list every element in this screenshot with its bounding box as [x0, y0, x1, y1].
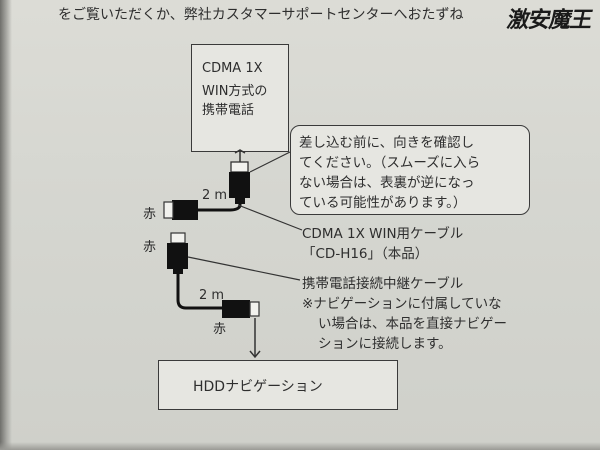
cable-2-pointer: [187, 256, 301, 281]
phone-side-connector: [229, 161, 250, 204]
red-connector-3: [222, 300, 260, 318]
cable-2-caption-line2: ※ナビゲーションに付属していな: [302, 296, 502, 312]
warning-line1: 差し込む前に、向きを確認し: [299, 135, 475, 151]
cable-2-caption-line1: 携帯電話接続中継ケーブル: [302, 276, 464, 292]
cable-1-pointer: [237, 204, 303, 231]
arrow-head-hdd: [249, 350, 261, 359]
warning-line3: ない場合は、表裏が逆になっ: [299, 175, 475, 191]
cable-2: [176, 274, 222, 310]
red-connector-2: [167, 232, 188, 274]
cable-2-length: 2 m: [199, 288, 225, 303]
phone-box: CDMA 1X WIN方式の 携帯電話: [191, 44, 289, 152]
red-label-3: 赤: [213, 322, 227, 337]
warning-line2: てください。（スムーズに入ら: [299, 155, 481, 171]
cable-2-caption-line4: ションに接続します。: [318, 336, 452, 352]
top-text: をご覧いただくか、弊社カスタマーサポートセンターへおたずね: [58, 7, 464, 23]
red-label-2: 赤: [143, 240, 157, 255]
phone-box-line3: 携帯電話: [202, 103, 255, 118]
cable-1: [198, 204, 242, 212]
phone-box-line2: WIN方式の: [202, 84, 268, 99]
cable-2-caption-line3: い場合は、本品を直接ナビゲー: [318, 316, 507, 332]
cable-1-length: 2 m: [202, 188, 228, 203]
cable-1-caption-line1: CDMA 1X WIN用ケーブル: [302, 226, 464, 242]
phone-box-line1: CDMA 1X: [202, 61, 263, 76]
arrow-head-phone: [234, 149, 246, 154]
warning-callout: 差し込む前に、向きを確認し てください。（スムーズに入ら ない場合は、表裏が逆に…: [290, 125, 530, 215]
bottom-edge-shadow: [0, 442, 600, 450]
hdd-navigation-box: HDDナビゲーション: [158, 360, 398, 410]
red-connector-1: [163, 200, 198, 220]
red-label-1: 赤: [143, 207, 157, 222]
callout-pointer: [249, 151, 291, 173]
cable-1-caption-line2: 「CD-H16」（本品）: [302, 246, 429, 262]
warning-line4: ている可能性があります。）: [299, 195, 467, 211]
left-edge-shadow: [0, 0, 12, 450]
hdd-navigation-label: HDDナビゲーション: [193, 379, 323, 395]
